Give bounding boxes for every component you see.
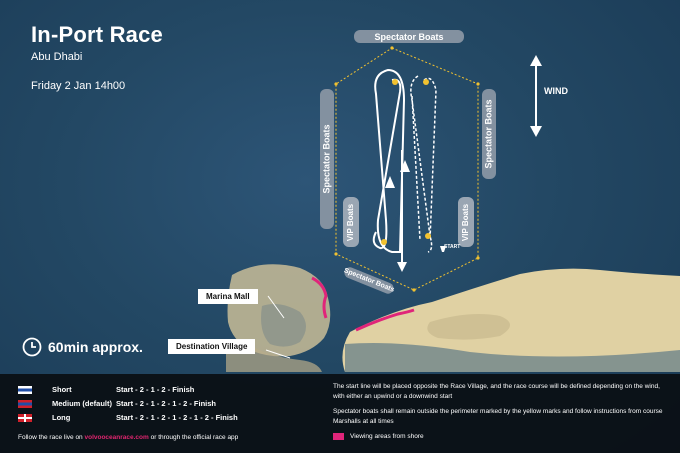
follow-race-text: Follow the race live on volvooceanrace.c… [18,434,238,441]
course-name: Long [52,413,71,422]
viewing-area-marina [311,276,328,319]
destination-village-leader [265,349,291,359]
volvo-ocean-race-link[interactable]: volvooceanrace.com [84,434,149,441]
course-dashed [410,75,437,253]
vip-boats-left-label: VIP Boats [346,203,356,241]
spectator-boats-top-label: Spectator Boats [374,31,444,42]
island-lagoons [427,314,510,340]
course-arrow-1 [400,160,410,172]
mark-1-solid [392,79,398,85]
viewing-areas-key: Viewing areas from shore [333,433,424,440]
course-arrow-2 [385,176,395,188]
spectator-boats-top: Spectator Boats [354,30,464,43]
wind-label: WIND [544,86,568,96]
page-title: In-Port Race [31,22,163,47]
flag-red-white-icon [18,413,32,422]
wind-arrowhead-top [530,55,542,66]
duration-badge: 60min approx. [22,337,143,357]
mark-2-solid [381,239,387,245]
race-datetime: Friday 2 Jan 14h00 [31,80,126,92]
mark-2-dashed [425,233,431,239]
course-name: Short [52,385,72,394]
vip-boats-right-label: VIP Boats [461,203,471,241]
viewing-area-swatch [333,433,344,440]
marina-mall-callout: Marina Mall [198,289,258,304]
viewing-area-island [355,308,415,332]
follow-suffix: or through the official race app [148,434,239,441]
spectator-boats-right: Spectator Boats [482,89,496,179]
spectator-boats-left-label: Spectator Boats [322,124,332,194]
course-sequence: Start - 2 - 1 - 2 - 1 - 2 - 1 - 2 - Fini… [116,413,238,422]
perimeter-marks [334,46,480,292]
spectator-boats-right-label: Spectator Boats [484,99,494,169]
spectator-rules-info: Spectator boats shall remain outside the… [333,408,663,425]
course-row-short: Short Start - 2 - 1 - 2 - Finish [18,385,194,394]
flag-blue-white-icon [18,385,32,394]
course-sequence: Start - 2 - 1 - 2 - Finish [116,385,195,394]
start-boat [440,246,446,252]
legend-panel: Short Start - 2 - 1 - 2 - Finish Medium … [0,374,680,453]
finish-arrowhead [397,262,407,272]
course-row-long: Long Start - 2 - 1 - 2 - 1 - 2 - 1 - 2 -… [18,413,238,422]
wind-arrowhead-bottom [530,126,542,137]
course-name: Medium (default) [52,399,112,408]
start-label: START [444,244,461,250]
course-solid [372,68,406,253]
start-line-info: The start line will be placed opposite t… [333,383,660,400]
follow-prefix: Follow the race live on [18,434,85,441]
course-row-medium: Medium (default) Start - 2 - 1 - 2 - 1 -… [18,399,216,408]
marina-mall-leader [267,295,285,319]
spectator-boats-left: Spectator Boats [320,89,334,229]
clock-icon [22,337,42,357]
mark-1-dashed [423,79,429,85]
duration-text: 60min approx. [48,339,143,355]
location-label: Abu Dhabi [31,51,83,63]
viewing-areas-label: Viewing areas from shore [350,433,424,440]
vip-boats-left: VIP Boats [343,197,359,247]
flag-red-blue-icon [18,399,32,408]
destination-village-callout: Destination Village [168,339,256,354]
marina-harbour [261,304,306,347]
vip-boats-right: VIP Boats [458,197,474,247]
course-sequence: Start - 2 - 1 - 2 - 1 - 2 - Finish [116,399,217,408]
island-bottom-edge [345,343,680,372]
